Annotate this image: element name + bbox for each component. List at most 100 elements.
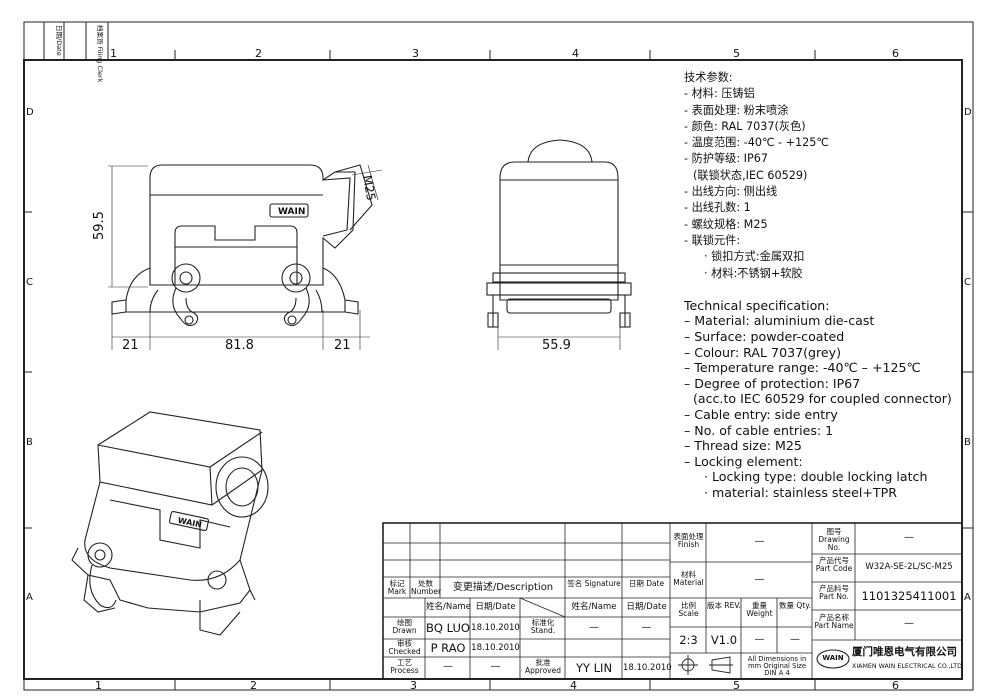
tb-drawing-no-label: 图号 Drawing No. — [818, 527, 850, 552]
spec-zh-line: - 螺纹规格: M25 — [684, 217, 768, 231]
company-name-en: XIAMEN WAIN ELECTRICAL CO.,LTD — [852, 663, 962, 670]
tb-process-label: 工艺 Process — [390, 658, 419, 675]
spec-en-line: · Locking type: double locking latch — [704, 469, 928, 485]
dim-thread: M25 — [360, 174, 378, 202]
spec-en-line: – No. of cable entries: 1 — [684, 422, 834, 438]
isometric-view — [71, 411, 269, 636]
spec-zh-line: - 防护等级: IP67 — [684, 152, 768, 166]
tb-date-label: 日期 Date — [628, 579, 665, 588]
tb-stand-date: — — [641, 622, 652, 633]
spec-en-line: Technical specification: — [684, 297, 830, 313]
row-label-b-right: B — [964, 437, 971, 448]
spec-en-line: – Colour: RAL 7037(grey) — [684, 344, 842, 360]
date-tab-label: 日期/Date — [55, 25, 63, 56]
tb-drawn-date: 18.10.2010 — [471, 623, 520, 633]
tb-part-code-value: W32A-SE-2L/SC-M25 — [865, 562, 953, 572]
tb-material-value: — — [754, 574, 765, 585]
tb-finish-value: — — [754, 536, 765, 547]
tb-process-date: — — [490, 661, 501, 672]
dim-height: 59.5 — [92, 211, 107, 240]
row-label-c-right: C — [964, 277, 971, 288]
spec-zh-line: - 出线方向: 侧出线 — [684, 185, 778, 199]
spec-zh-line: · 材料:不锈钢+软胶 — [704, 266, 803, 280]
col-label-1: 1 — [110, 47, 117, 60]
tb-material-label: 材料 Material — [673, 570, 704, 587]
spec-zh-line: - 出线孔数: 1 — [684, 201, 751, 215]
spec-zh-line: - 温度范围: -40℃ - +125℃ — [684, 136, 829, 150]
dim-right: 21 — [334, 338, 351, 353]
dim-left: 21 — [122, 338, 139, 353]
spec-en-line: (acc.to IEC 60529 for coupled connector) — [693, 391, 952, 407]
tb-checked-label: 审核 Checked — [388, 639, 421, 656]
tb-approved-name: YY LIN — [575, 661, 613, 675]
col-label-bottom-5: 5 — [733, 679, 740, 692]
spec-en-list: Technical specification: – Material: alu… — [684, 298, 974, 501]
col-label-6: 6 — [892, 47, 899, 60]
tb-approved-label: 批准 Approved — [525, 658, 561, 675]
tb-approved-date: 18.10.2010 — [623, 663, 672, 673]
col-label-bottom-1: 1 — [95, 679, 102, 692]
spec-zh-line: 技术参数: — [684, 71, 733, 84]
tb-part-name-value: — — [904, 618, 914, 629]
tb-process-name: — — [443, 661, 453, 672]
row-label-a-left: A — [26, 592, 33, 603]
tb-stand-name: — — [589, 622, 599, 633]
tb-scale-label: 比例 Scale — [678, 601, 699, 618]
spec-en-line: · material: stainless steel+TPR — [704, 484, 897, 500]
title-block-grid — [382, 522, 963, 680]
dim-center: 81.8 — [225, 338, 254, 353]
tb-drawing-no-value: — — [904, 532, 914, 543]
spec-en-line: – Surface: powder-coated — [684, 329, 845, 345]
tb-checked-name: P RAO — [430, 641, 466, 655]
tb-part-no-label: 产品料号 Part No. — [819, 584, 849, 601]
col-label-bottom-4: 4 — [570, 679, 577, 692]
tb-finish-label: 表面处理 Finish — [673, 532, 704, 549]
spec-en-line: – Locking element: — [684, 453, 803, 469]
tb-mark-label: 标记 Mark — [387, 579, 407, 596]
col-label-4: 4 — [572, 47, 579, 60]
spec-zh-line: - 联锁元件: — [684, 233, 741, 247]
tb-dims-note: All Dimensions in mm Original Size DIN A… — [747, 655, 807, 678]
row-label-b-left: B — [26, 437, 33, 448]
tb-part-code-label: 产品代号 Part Code — [815, 556, 853, 573]
tb-rev-value: V1.0 — [710, 633, 738, 647]
tb-date-header-2: 日期/Date — [626, 602, 667, 612]
tb-drawn-label: 绘图 Drawn — [392, 618, 417, 635]
front-wain-mark: WAIN — [278, 207, 305, 217]
tb-stand-label: 标准化 Stand. — [530, 618, 556, 635]
row-label-a-right: A — [964, 592, 971, 603]
tb-scale-value: 2:3 — [679, 633, 698, 647]
col-label-2: 2 — [255, 47, 262, 60]
col-label-3: 3 — [412, 47, 419, 60]
col-label-bottom-6: 6 — [892, 679, 899, 692]
spec-zh-line: - 表面处理: 粉末喷涂 — [684, 103, 789, 117]
tb-date-header: 日期/Date — [475, 602, 516, 612]
tb-drawn-name: BQ LUO — [426, 621, 470, 635]
tb-name-header: 姓名/Name — [426, 602, 471, 612]
spec-zh-line: (联锁状态,IEC 60529) — [693, 168, 808, 182]
tb-weight-label: 重量 Weight — [746, 601, 773, 618]
tb-rev-label: 版本 REV. — [707, 601, 741, 610]
tb-number-label: 处数 Number — [411, 579, 442, 596]
spec-zh-list: 技术参数: - 材料: 压铸铝 - 表面处理: 粉末喷涂 - 颜色: RAL 7… — [684, 70, 974, 282]
tb-description-label: 变更描述/Description — [452, 582, 554, 593]
tb-weight-value: — — [754, 634, 765, 645]
tb-part-no-value: 1101325411001 — [861, 589, 957, 603]
spec-panel: 技术参数: - 材料: 压铸铝 - 表面处理: 粉末喷涂 - 颜色: RAL 7… — [684, 70, 974, 501]
tb-qty-label: 数量 Qty. — [779, 601, 811, 610]
tb-signature-label: 签名 Signature — [567, 579, 621, 588]
company-name-zh: 厦门唯恩电气有限公司 — [852, 646, 957, 658]
spec-zh-line: - 材料: 压铸铝 — [684, 87, 755, 101]
col-label-bottom-2: 2 — [250, 679, 257, 692]
tb-qty-value: — — [790, 634, 800, 645]
spec-en-line: – Material: aluminium die-cast — [684, 313, 875, 329]
side-view — [486, 139, 632, 350]
spec-en-line: – Thread size: M25 — [684, 438, 802, 454]
front-view — [108, 164, 383, 350]
tb-name-header-2: 姓名/Name — [571, 602, 617, 612]
spec-zh-line: - 颜色: RAL 7037(灰色) — [684, 119, 806, 133]
spec-zh-line: · 锁扣方式:金属双扣 — [704, 250, 805, 264]
tb-part-name-label: 产品名称 Part Name — [814, 613, 854, 630]
col-label-bottom-3: 3 — [410, 679, 417, 692]
